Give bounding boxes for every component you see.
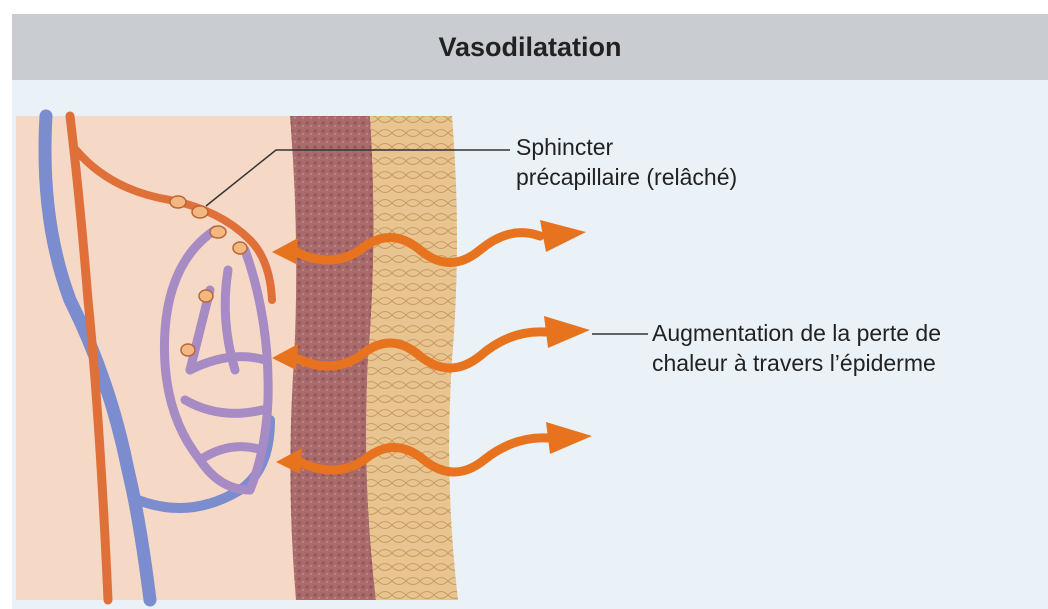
sphincter-label: Sphincter précapillaire (relâché) — [516, 132, 737, 192]
sphincter-label-line2: précapillaire (relâché) — [516, 162, 737, 192]
sphincter-label-line1: Sphincter — [516, 132, 737, 162]
heat-loss-label-line2: chaleur à travers l’épiderme — [652, 348, 941, 378]
heat-loss-label: Augmentation de la perte de chaleur à tr… — [652, 318, 941, 378]
heat-loss-label-line1: Augmentation de la perte de — [652, 318, 941, 348]
